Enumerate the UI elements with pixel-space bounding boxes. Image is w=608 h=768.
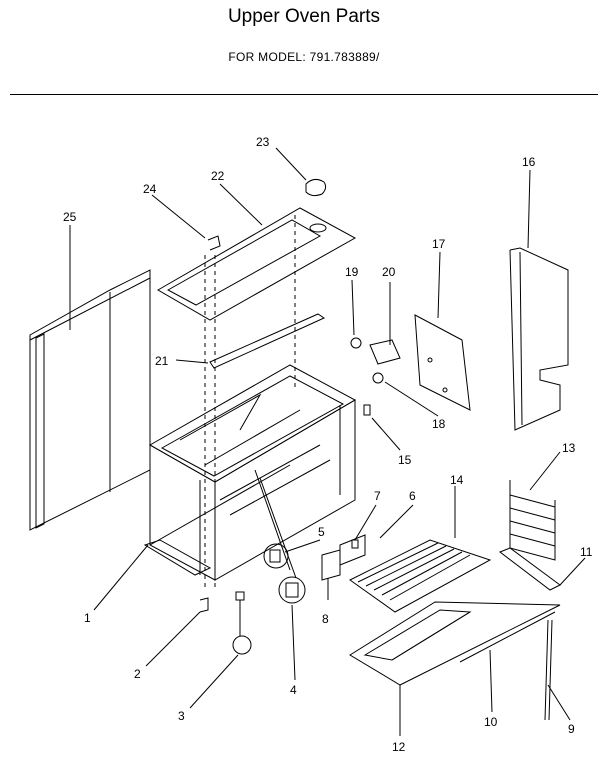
model-number: 791.783889/: [309, 50, 380, 64]
part-24-clip: [207, 235, 221, 251]
callout-12: 12: [392, 740, 406, 754]
callout-3: 3: [178, 709, 185, 723]
callout-18: 18: [432, 417, 446, 431]
callout-7: 7: [374, 489, 381, 503]
part-17-control-board: [414, 314, 471, 411]
part-4-latch-bracket: [278, 576, 306, 604]
part-7-clip: [351, 539, 359, 549]
part-3-screw: [232, 591, 252, 655]
part-14-rack: [349, 539, 492, 613]
callout-20: 20: [382, 265, 396, 279]
part-21-rail: [209, 313, 326, 369]
part-13-rack-supports: [509, 480, 556, 561]
callout-16: 16: [522, 155, 536, 169]
callout-1: 1: [84, 611, 91, 625]
oven-cabinet: [143, 364, 357, 581]
part-11-side-rail: [498, 547, 561, 591]
callout-11: 11: [580, 545, 593, 559]
part-19-lamp: [350, 337, 362, 349]
callout-labels: 1 2 3 4 5 6 7 8 9 10 11 12 13 14 15 16 1…: [63, 135, 593, 754]
page-title: Upper Oven Parts: [227, 6, 381, 27]
callout-23: 23: [256, 135, 270, 149]
part-15-fitting: [363, 404, 371, 416]
callout-2: 2: [134, 667, 141, 681]
callout-6: 6: [409, 489, 416, 503]
part-16-back-panel: [509, 247, 569, 431]
callout-8: 8: [322, 612, 329, 626]
callout-13: 13: [562, 441, 576, 455]
part-18-bulb: [372, 372, 384, 384]
header-divider: [10, 94, 598, 95]
callout-15: 15: [398, 453, 412, 467]
callout-14: 14: [450, 473, 464, 487]
callout-25: 25: [63, 210, 77, 224]
leader-lines: [69, 147, 586, 736]
model-line: FOR MODEL: 791.783889/: [0, 50, 608, 64]
callout-4: 4: [290, 683, 297, 697]
part-9-side-trim: [544, 619, 553, 721]
part-2-bracket: [199, 597, 209, 613]
callout-22: 22: [211, 169, 225, 183]
part-25-side-panel: [29, 269, 151, 531]
part-12-door: [349, 601, 561, 686]
callout-5: 5: [318, 525, 325, 539]
callout-17: 17: [432, 237, 446, 251]
part-23-knob: [305, 178, 327, 197]
callout-9: 9: [568, 722, 575, 736]
callout-19: 19: [345, 265, 359, 279]
assembly-guide-lines: [204, 215, 296, 590]
part-8-bracket: [321, 549, 341, 581]
model-label: FOR MODEL:: [228, 50, 306, 64]
callout-10: 10: [484, 715, 498, 729]
part-22-top-panel: [156, 207, 357, 321]
part-5-latch: [263, 543, 289, 569]
part-10-trim: [459, 611, 556, 663]
part-20-housing: [369, 339, 401, 365]
callout-24: 24: [143, 182, 157, 196]
callout-21: 21: [155, 354, 169, 368]
